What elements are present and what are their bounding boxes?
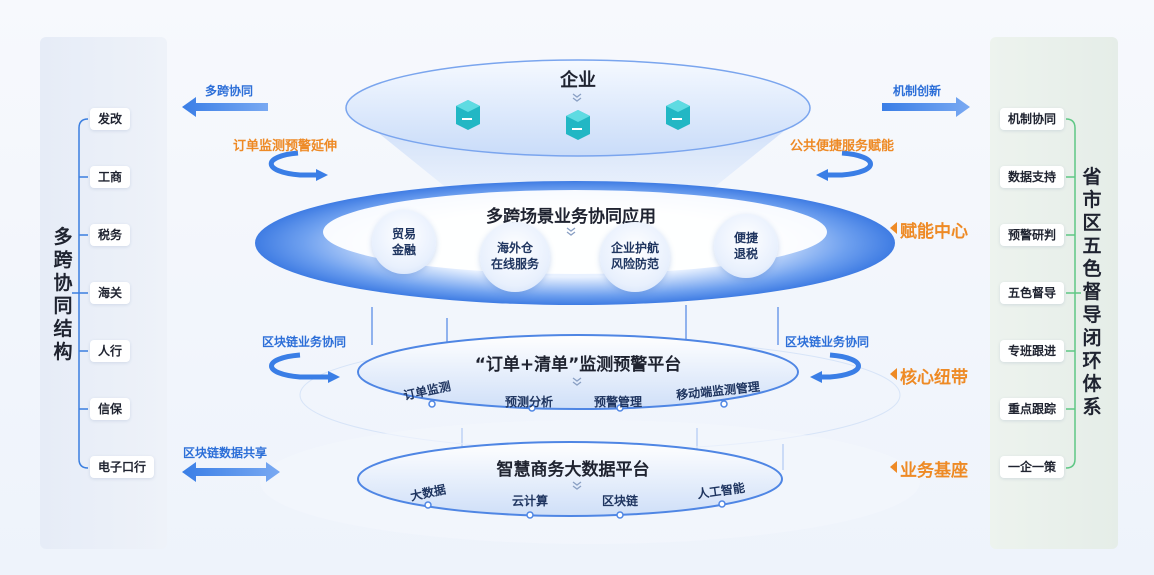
top-layer-title: 企业: [560, 70, 596, 91]
left-panel-title: 多跨协同结构: [53, 226, 73, 363]
middle-layer-title: 多跨场景业务协同应用: [486, 207, 656, 227]
left-item-dianzi: 电子口行: [90, 456, 155, 478]
left-item-gongshang: 工商: [90, 166, 131, 188]
flow-label-order: 订单监测预警延伸: [233, 139, 338, 154]
flow-label-public: 公共便捷服务赋能: [790, 139, 895, 154]
top-ellipse: [345, 59, 811, 157]
chevron-down-icons: [566, 93, 582, 490]
bubble-trade-finance-label: 贸易 金融: [391, 227, 416, 257]
enterprise-cube-icon: [456, 100, 480, 130]
flow-label-left-chain: 区块链业务协同: [262, 335, 347, 349]
right-item-3: 五色督导: [1000, 282, 1065, 304]
loop-arrow-icon: [268, 150, 328, 181]
loop-arrow-icon: [810, 352, 861, 383]
flow-label-left-data: 区块链数据共享: [183, 446, 268, 460]
base-item-cloud: 云计算: [512, 494, 549, 508]
base-layer-title: 智慧商务大数据平台: [496, 460, 650, 480]
base-item-blockchain: 区块链: [602, 494, 639, 508]
loop-arrow-icon: [816, 150, 873, 181]
side-marker-icon: [890, 222, 897, 473]
left-item-haiguan: 海关: [90, 282, 131, 304]
node-dots: [424, 400, 728, 519]
flow-label-right-top: 机制创新: [893, 84, 942, 98]
bubble-overseas-warehouse-label: 海外仓 在线服务: [490, 241, 539, 271]
enterprise-cube-icon: [566, 110, 590, 140]
loop-arrow-icon: [269, 352, 340, 383]
platform-ellipse: [357, 334, 799, 410]
bubble-tax-refund-label: 便捷 退税: [733, 231, 758, 261]
right-connector-bracket: [1065, 118, 1081, 469]
flow-label-left-top: 多跨协同: [205, 84, 254, 98]
side-label-core: 核心纽带: [900, 368, 968, 388]
right-item-4: 专班跟进: [1000, 340, 1065, 362]
platform-layer-title: “订单+清单”监测预警平台: [474, 355, 682, 375]
right-panel-title: 省市区五色督导闭环体系: [1082, 166, 1102, 418]
bubble-overseas-warehouse: [480, 222, 550, 292]
arrow-left-icon: [182, 97, 268, 117]
arrow-right-icon: [882, 97, 970, 117]
bubble-risk-prevention-label: 企业护航 风险防范: [610, 241, 659, 271]
base-ellipse: [357, 441, 783, 517]
right-item-0: 机制协同: [1000, 108, 1065, 130]
left-item-xinbao: 信保: [90, 398, 131, 420]
bubble-tax-refund: [714, 214, 778, 278]
left-item-shuiwu: 税务: [90, 224, 131, 246]
right-item-5: 重点跟踪: [1000, 398, 1065, 420]
platform-item-forecast: 预测分析: [505, 395, 554, 409]
side-label-empower: 赋能中心: [900, 222, 968, 242]
left-item-fagai: 发改: [90, 108, 131, 130]
left-connector-bracket: [72, 118, 89, 469]
left-item-renhang: 人行: [90, 340, 131, 362]
right-item-2: 预警研判: [1000, 224, 1065, 246]
flow-label-right-chain: 区块链业务协同: [785, 335, 870, 349]
enterprise-cube-icon: [666, 100, 690, 130]
right-item-6: 一企一策: [1000, 456, 1065, 478]
right-item-1: 数据支持: [1000, 166, 1065, 188]
bubble-trade-finance: [372, 210, 436, 274]
bubble-risk-prevention: [600, 222, 670, 292]
double-arrow-icon: [182, 462, 280, 482]
side-label-base: 业务基座: [900, 461, 968, 481]
platform-item-alert-mgmt: 预警管理: [594, 395, 643, 409]
